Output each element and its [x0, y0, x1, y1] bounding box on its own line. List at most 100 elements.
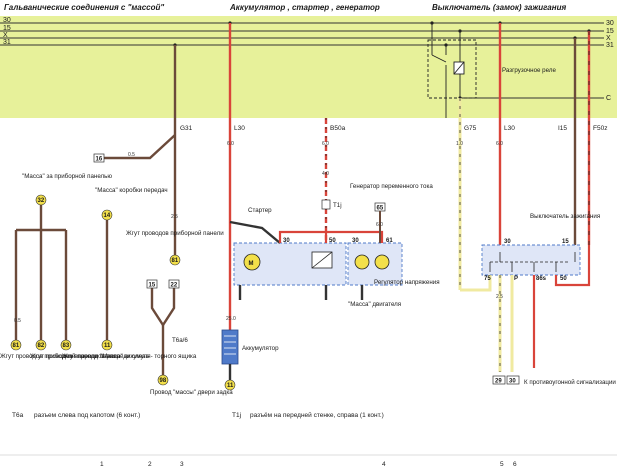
- label-mass-battery-box: "Масса" аккумуля- торного ящика: [100, 353, 197, 360]
- tag-l30b: L30: [504, 125, 515, 132]
- svg-text:11: 11: [104, 343, 111, 349]
- label-harness-front-left: Жгут проводов впереди слева: [62, 353, 149, 360]
- column-5: 5: [500, 461, 504, 468]
- footer-t6a: T6a: [12, 412, 24, 419]
- connector-83: 83: [60, 339, 72, 351]
- label-battery: Аккумулятор: [242, 345, 279, 352]
- label-mass-panel: "Масса" за приборной панелью: [22, 173, 112, 180]
- tag-g75: G75: [464, 125, 477, 132]
- header-ground: Гальванические соединения с "массой": [4, 3, 164, 12]
- label-mass-rear-door: Провод "массы" двери задка: [150, 389, 233, 396]
- label-starter: Стартер: [248, 207, 272, 214]
- relay-label: Разгрузочное реле: [502, 67, 556, 74]
- rail-30-right: 30: [606, 20, 614, 27]
- battery-symbol: [221, 329, 239, 380]
- pin-15-ignition: 15: [562, 239, 569, 245]
- pin-30-generator: 30: [352, 238, 359, 244]
- connector-82: 82: [35, 339, 47, 351]
- rail-31-right: 31: [606, 42, 614, 49]
- rail-31-left: 31: [3, 39, 11, 46]
- pin-50-starter: 50: [329, 238, 336, 244]
- svg-text:M: M: [249, 261, 254, 267]
- header-battery: Аккумулятор , стартер , генератор: [229, 3, 380, 12]
- label-generator: Генератор переменного тока: [350, 183, 433, 190]
- footer-t1j-desc: разъём на передней стенке, справа (1 кон…: [250, 411, 384, 419]
- svg-text:15: 15: [149, 283, 156, 289]
- column-2: 2: [148, 461, 152, 468]
- pin-61: 61: [386, 238, 393, 244]
- svg-text:81: 81: [13, 343, 20, 349]
- gauge-8: 1.0: [456, 141, 463, 147]
- rail-30-left: 30: [3, 17, 11, 24]
- gauge-2: 0.5: [128, 152, 135, 158]
- svg-text:11: 11: [227, 383, 234, 389]
- pin-30-starter: 30: [283, 238, 290, 244]
- svg-text:98: 98: [160, 378, 167, 384]
- footer-t6a-desc: разъем слева под капотом (6 конт.): [34, 412, 140, 419]
- column-1: 1: [100, 461, 104, 468]
- svg-text:16: 16: [96, 157, 103, 163]
- rails: [0, 22, 604, 99]
- connector-22: 22: [168, 279, 180, 289]
- gauge-11: 0.5: [14, 318, 21, 324]
- rail-15-left: 15: [3, 25, 11, 32]
- connector-16: 16: [93, 153, 105, 163]
- ignition-switch: [460, 244, 591, 372]
- connector-98: 98: [157, 374, 169, 386]
- svg-text:83: 83: [63, 343, 70, 349]
- connector-15: 15: [146, 279, 158, 289]
- header-strip: [0, 0, 617, 16]
- header-ignition: Выключатель (замок) зажигания: [432, 3, 566, 12]
- rail-x-left: X: [3, 32, 8, 39]
- rail-x-right: X: [606, 35, 611, 42]
- regulator-symbol: [374, 254, 390, 270]
- label-harness-panel: Жгут проводов приборной панели: [126, 230, 224, 237]
- label-mass-engine: "Масса" двигателя: [348, 301, 401, 308]
- label-harness-panel-left: Жгут проводов приборной панели: [0, 353, 98, 360]
- label-t1j: T1j: [333, 202, 342, 209]
- gauge-10: 6.0: [496, 141, 503, 147]
- connector-65: 65: [374, 202, 386, 212]
- gauge-1: 6.0: [227, 141, 234, 147]
- connector-11-battery: 11: [224, 379, 236, 391]
- label-t6a6: T6a/6: [172, 337, 188, 344]
- gauge-9: 2.5: [496, 294, 503, 300]
- gauge-6: 6.0: [376, 222, 383, 228]
- column-4: 4: [382, 461, 386, 468]
- gauge-3: 2.5: [171, 214, 178, 220]
- t1j-plug: [321, 199, 331, 210]
- svg-text:82: 82: [38, 343, 45, 349]
- pin-86s: 86s: [536, 276, 547, 282]
- svg-text:22: 22: [171, 283, 178, 289]
- connector-32: 32: [35, 194, 47, 206]
- gauge-5: 4.0: [322, 171, 329, 177]
- label-ign-switch: Выключатель зажигания: [530, 213, 600, 220]
- label-regulator: Регулятор напряжения: [374, 279, 440, 286]
- column-3: 3: [180, 461, 184, 468]
- power-rail-band: [0, 16, 617, 118]
- pin-30-ignition: 30: [504, 239, 511, 245]
- band-wires: [173, 23, 591, 330]
- svg-text:32: 32: [38, 198, 45, 204]
- label-anti-theft: К противоугонной сигнализации: [524, 379, 616, 386]
- tag-l30a: L30: [234, 125, 245, 132]
- footer-t1j: T1j: [232, 412, 241, 419]
- connector-30: 30: [506, 375, 520, 385]
- starter-motor: [243, 253, 261, 271]
- connector-81-left: 81: [10, 339, 22, 351]
- starter-generator-group: M: [229, 211, 403, 300]
- svg-text:30: 30: [509, 379, 516, 385]
- unloading-relay: [427, 23, 477, 118]
- svg-text:14: 14: [104, 213, 111, 219]
- tag-g31: G31: [180, 125, 193, 132]
- gauge-4: 6.0: [322, 141, 329, 147]
- column-6: 6: [513, 461, 517, 468]
- tag-f50z: F50z: [593, 125, 607, 132]
- gauge-7: 25.0: [226, 316, 236, 322]
- connector-14: 14: [101, 209, 113, 221]
- connector-29: 29: [492, 375, 506, 385]
- pin-75: 75: [484, 276, 491, 282]
- rail-c-right: C: [606, 95, 611, 102]
